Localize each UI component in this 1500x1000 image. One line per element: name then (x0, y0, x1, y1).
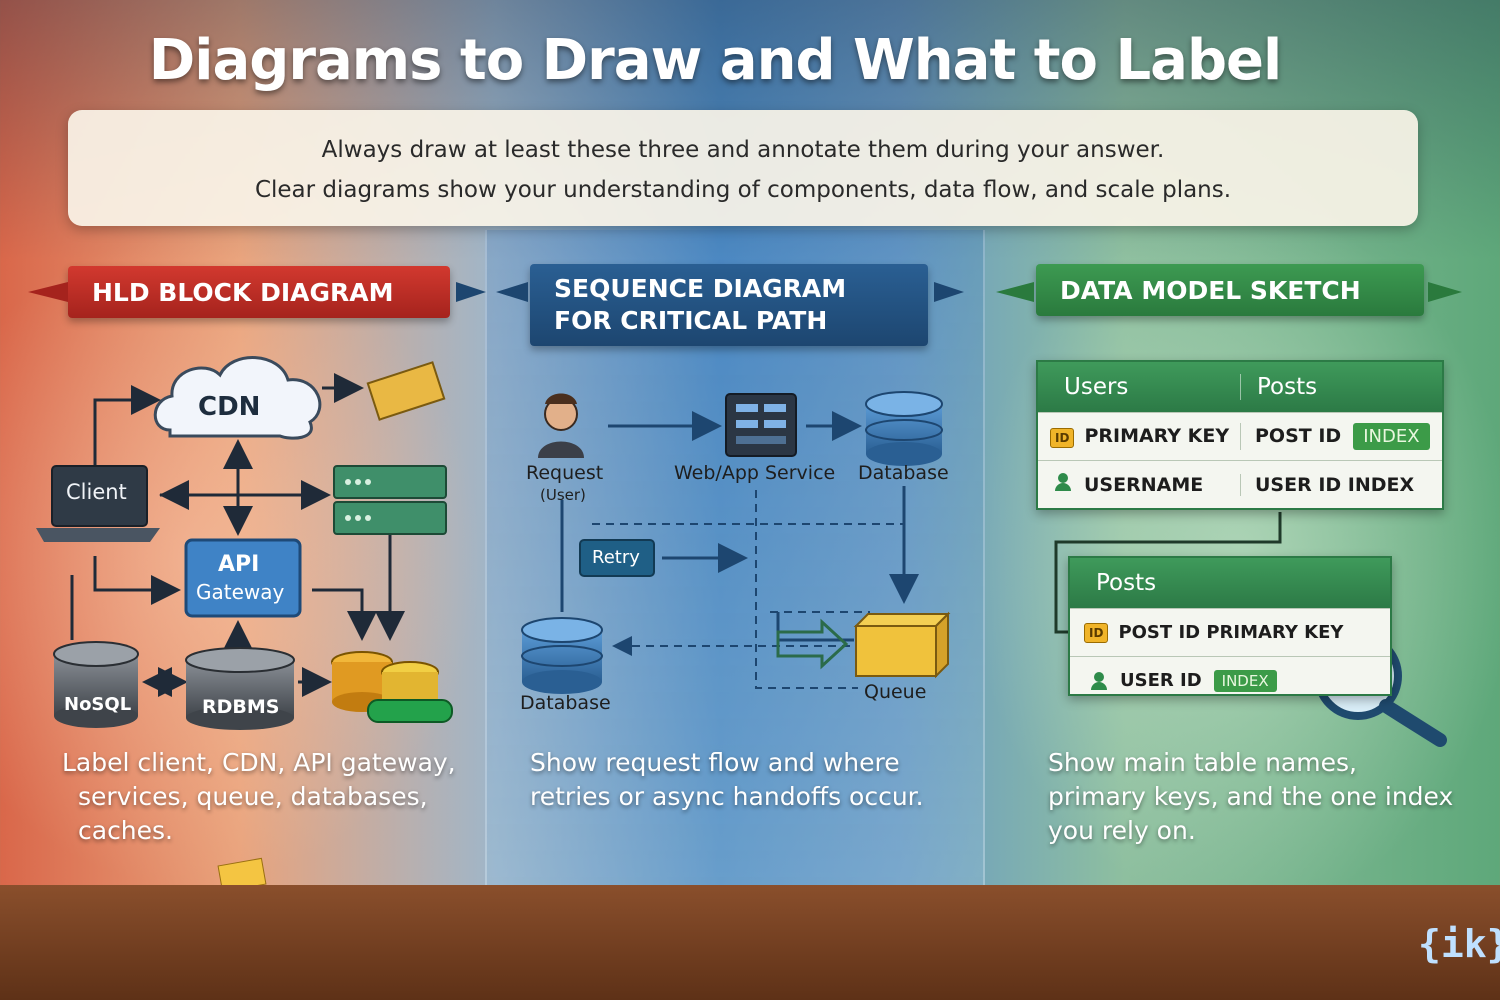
hld-caption: Label client, CDN, API gateway, services… (62, 746, 456, 848)
rdbms-label: RDBMS (202, 696, 280, 718)
index-badge: INDEX (1213, 669, 1277, 692)
datamodel-caption: Show main table names, primary keys, and… (1048, 746, 1453, 848)
table-row: USER ID INDEX (1070, 656, 1390, 704)
user-person-icon (1090, 671, 1108, 690)
datamodel-caption-line-3: you rely on. (1048, 816, 1196, 845)
datamodel-caption-line-1: Show main table names, (1048, 748, 1357, 777)
posts-user-id-index-cell: USER ID INDEX (1240, 473, 1442, 496)
datamodel-caption-line-2: primary keys, and the one index (1048, 782, 1454, 811)
client-label: Client (66, 480, 127, 504)
user-person-icon (538, 393, 584, 458)
database-top-icon (865, 391, 943, 466)
retry-badge (579, 539, 655, 577)
index-badge: INDEX (1353, 423, 1430, 450)
datamodel-connectors (1054, 512, 1282, 634)
web-app-service-icon (725, 393, 797, 457)
users-posts-table: Users Posts ID PRIMARY KEY POST ID INDEX U… (1036, 360, 1444, 510)
posts-column-header: Posts (1240, 374, 1442, 400)
banner-arrows (28, 282, 1462, 302)
id-tag-icon: ID (1084, 622, 1109, 643)
nosql-database-icon (53, 641, 139, 728)
sequence-banner: SEQUENCE DIAGRAM FOR CRITICAL PATH (530, 264, 928, 346)
datamodel-banner-label: DATA MODEL SKETCH (1060, 275, 1361, 305)
users-primary-key-text: PRIMARY KEY (1084, 425, 1230, 447)
user-person-icon (1054, 473, 1072, 491)
hld-caption-line-1: Label client, CDN, API gateway, (62, 748, 456, 777)
sequence-banner-line-1: SEQUENCE DIAGRAM (554, 274, 847, 303)
handoff-arrow-icon (776, 618, 849, 670)
table-row: ID POST ID PRIMARY KEY (1070, 608, 1390, 656)
hld-connectors (70, 373, 405, 697)
database-top-label: Database (858, 462, 949, 484)
intro-box: Always draw at least these three and ann… (68, 110, 1418, 226)
datamodel-banner: DATA MODEL SKETCH (1036, 264, 1424, 316)
posts-table: Posts ID POST ID PRIMARY KEY USER ID INDEX (1068, 556, 1392, 696)
sequence-banner-line-2: FOR CRITICAL PATH (554, 306, 828, 335)
intro-line-2: Clear diagrams show your understanding o… (254, 177, 1232, 203)
rdbms-database-icon (185, 647, 295, 730)
sequence-connectors (560, 411, 919, 642)
hld-caption-line-3: caches. (78, 816, 174, 845)
client-laptop-icon (36, 465, 160, 542)
api-gateway-label-2: Gateway (196, 580, 285, 604)
brand-logo: {ik} (1418, 922, 1500, 966)
users-username-cell: USERNAME (1038, 473, 1240, 496)
cdn-cloud-icon (153, 356, 322, 440)
users-posts-table-header: Users Posts (1038, 362, 1442, 412)
posts-primary-key-text: POST ID PRIMARY KEY (1118, 622, 1344, 643)
hld-caption-line-2: services, queue, databases, (78, 782, 428, 811)
hld-banner-label: HLD BLOCK DIAGRAM (92, 277, 394, 307)
sequence-banner-label: SEQUENCE DIAGRAM FOR CRITICAL PATH (554, 273, 846, 337)
table-row: USERNAME USER ID INDEX (1038, 460, 1442, 508)
posts-user-id-text: USER ID (1120, 670, 1202, 691)
request-sub-label: (User) (540, 486, 586, 504)
posts-post-id-cell: POST ID INDEX (1240, 423, 1442, 450)
queue-label: Queue (864, 681, 927, 703)
intro-line-1: Always draw at least these three and ann… (321, 137, 1165, 163)
request-label: Request (526, 462, 604, 484)
database-bottom-label: Database (520, 692, 611, 714)
id-tag-icon: ID (1050, 428, 1075, 448)
hld-banner: HLD BLOCK DIAGRAM (68, 266, 450, 318)
sequence-dashed-lines (592, 490, 904, 689)
table-row: ID PRIMARY KEY POST ID INDEX (1038, 412, 1442, 460)
sequence-caption: Show request flow and where retries or a… (530, 746, 924, 814)
package-icon (366, 361, 446, 421)
sequence-caption-line-1: Show request flow and where (530, 748, 900, 777)
users-primary-key-cell: ID PRIMARY KEY (1038, 425, 1240, 448)
nosql-label: NoSQL (64, 694, 132, 715)
cache-stack-icon (331, 651, 453, 723)
wooden-desk (0, 885, 1500, 1000)
queue-box-icon (853, 611, 951, 679)
posts-table-header: Posts (1070, 558, 1390, 608)
server-stack-icon (333, 465, 447, 535)
posts-post-id-text: POST ID (1255, 425, 1342, 447)
api-gateway-label-1: API (218, 552, 260, 577)
sequence-caption-line-2: retries or async handoffs occur. (530, 782, 924, 811)
database-bottom-icon (521, 617, 603, 694)
users-column-header: Users (1064, 374, 1129, 400)
cdn-label: CDN (198, 392, 261, 422)
users-username-text: USERNAME (1084, 474, 1204, 496)
page-title: Diagrams to Draw and What to Label (148, 28, 1282, 93)
retry-label: Retry (592, 547, 640, 568)
api-gateway-box (184, 538, 302, 618)
service-label: Web/App Service (674, 462, 836, 484)
